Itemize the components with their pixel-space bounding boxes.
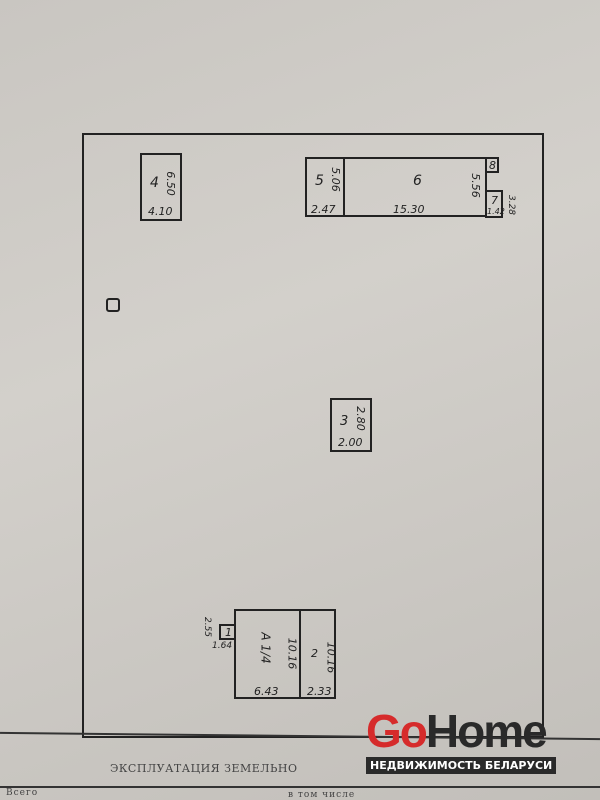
dimension: 6.50 <box>163 171 177 196</box>
building-number: 3 <box>340 414 349 429</box>
logo-go: Go <box>366 705 428 757</box>
column-header: Всего <box>6 788 39 798</box>
building-number: 6 <box>413 173 422 189</box>
dimension: 2.80 <box>353 406 367 431</box>
logo-home: Home <box>425 705 548 757</box>
building-3: 3 2.80 2.00 <box>330 398 372 452</box>
table-rule <box>0 786 600 788</box>
building-number: 1 <box>225 626 232 639</box>
column-header: в том числе <box>288 790 356 800</box>
building-number: 2 <box>311 647 318 660</box>
dimension: 15.30 <box>393 203 425 216</box>
building-7: 7 1.42 3.28 <box>485 190 516 218</box>
dimension: 10.16 <box>324 641 338 674</box>
dimension: 1.64 <box>212 641 233 651</box>
well-marker-icon <box>106 298 120 312</box>
dimension: 5.56 <box>468 173 482 198</box>
dimension: 1.42 <box>487 207 505 216</box>
dimension: 2.55 <box>202 616 213 638</box>
building-5: 5 5.06 2.47 <box>305 157 345 217</box>
dimension: 5.06 <box>328 167 342 192</box>
gohome-watermark: GoHome НЕДВИЖИМОСТЬ БЕЛАРУСИ <box>366 705 557 774</box>
building-number: 5 <box>315 173 324 189</box>
dimension: 6.43 <box>254 685 279 698</box>
dimension: 10.16 <box>285 637 299 670</box>
building-number: А 1/4 <box>258 632 273 664</box>
building-number: 8 <box>489 159 496 172</box>
building-4: 4 6.50 4.10 <box>140 153 182 221</box>
dimension: 4.10 <box>148 205 173 218</box>
dimension: 2.33 <box>307 685 332 698</box>
logo-tagline: НЕДВИЖИМОСТЬ БЕЛАРУСИ <box>366 757 557 774</box>
building-8: 8 <box>485 157 499 173</box>
dimension: 2.00 <box>338 436 363 449</box>
building-6: 6 15.30 5.56 <box>343 157 487 217</box>
dimension: 3.28 <box>506 194 517 216</box>
building-number: 4 <box>150 175 159 191</box>
building-2: 2 10.16 2.33 <box>299 609 338 699</box>
building-number: 7 <box>491 194 498 207</box>
building-a: А 1/4 10.16 6.43 <box>234 609 301 699</box>
dimension: 2.47 <box>311 203 336 216</box>
section-heading: ЭКСПЛУАТАЦИЯ ЗЕМЕЛЬНО <box>110 762 298 775</box>
